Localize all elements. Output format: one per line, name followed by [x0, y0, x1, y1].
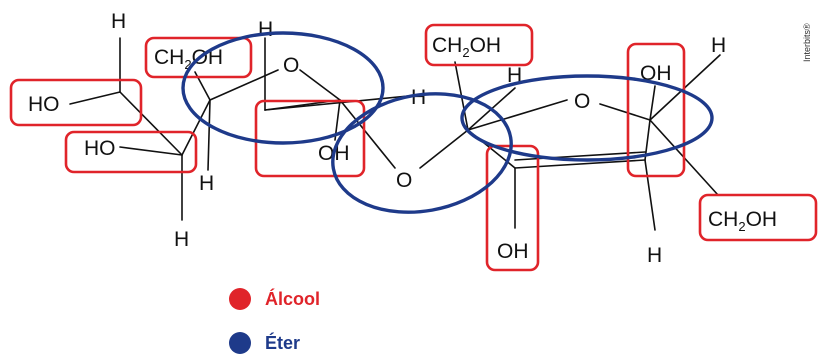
legend: Álcool Éter	[229, 288, 320, 354]
ether-ellipse	[331, 92, 513, 214]
bridge-oxygen-label: O	[396, 169, 412, 192]
hydroxymethyl-label: CH2OH	[708, 208, 777, 234]
legend-ether-label: Éter	[265, 332, 300, 353]
ring-oxygen-label: O	[283, 54, 299, 77]
hydrogen-label: H	[111, 10, 126, 33]
hydroxymethyl-label: CH2OH	[432, 34, 501, 60]
hydrogen-label: H	[258, 18, 273, 41]
alcohol-box	[254, 99, 366, 178]
credit-text: Interbits®	[802, 23, 812, 62]
hydrogen-label: H	[411, 86, 426, 109]
legend-alcohol-swatch	[229, 288, 251, 310]
hydrogen-label: H	[174, 228, 189, 251]
ether-highlights	[181, 31, 714, 214]
hydrogen-label: H	[199, 172, 214, 195]
atom-labels: H H H H H H H H O O O HO HO OH OH OH CH2…	[28, 10, 777, 267]
hydroxyl-label: OH	[640, 62, 672, 85]
legend-alcohol-label: Álcool	[265, 288, 320, 309]
hydroxyl-label: HO	[28, 93, 60, 116]
hydrogen-label: H	[711, 34, 726, 57]
ether-ellipse	[181, 31, 385, 145]
alcohol-highlights	[9, 23, 818, 272]
alcohol-box	[144, 36, 253, 79]
ether-ellipse	[460, 74, 714, 162]
hydroxymethyl-label: CH2OH	[154, 46, 223, 72]
alcohol-box	[698, 193, 818, 242]
alcohol-box	[64, 130, 198, 174]
alcohol-box	[9, 78, 143, 127]
legend-ether-swatch	[229, 332, 251, 354]
ring-oxygen-label: O	[574, 90, 590, 113]
hydroxyl-label: HO	[84, 137, 116, 160]
alcohol-box	[424, 23, 534, 67]
hydroxyl-label: OH	[497, 240, 529, 263]
hydrogen-label: H	[647, 244, 662, 267]
alcohol-box	[626, 42, 686, 178]
